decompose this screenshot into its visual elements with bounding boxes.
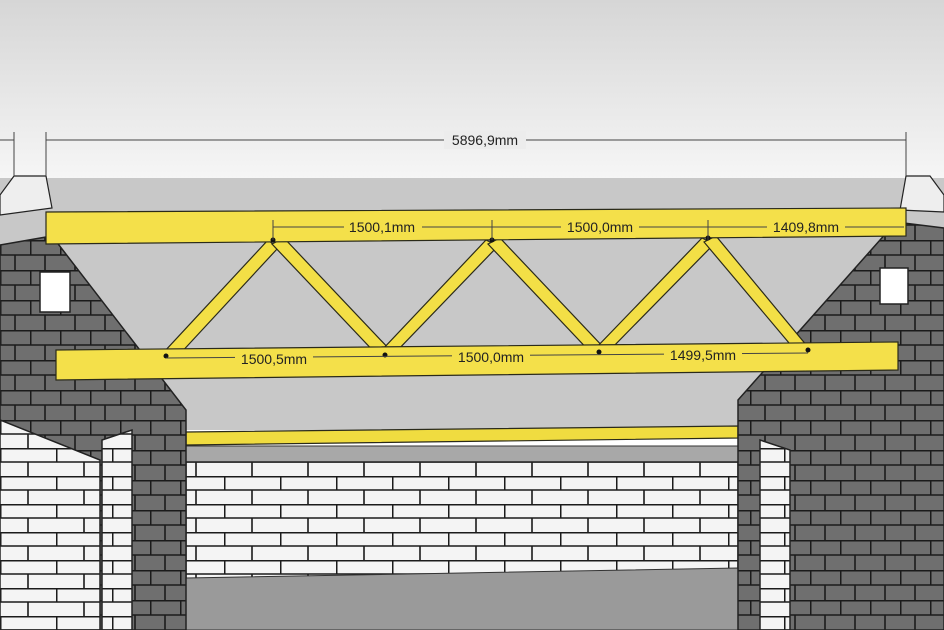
dimension-top-1: 1500,1mm bbox=[349, 219, 415, 235]
truss-webs bbox=[162, 235, 814, 359]
dimension-bottom-3: 1499,5mm bbox=[670, 347, 736, 363]
dimension-top-chord: 1500,1mm 1500,0mm 1409,8mm bbox=[272, 218, 904, 240]
dimension-overall: 5896,9mm bbox=[0, 131, 907, 176]
truss-top-chord bbox=[45, 207, 907, 245]
dimension-bottom-2: 1500,0mm bbox=[458, 349, 524, 365]
sky-background bbox=[0, 0, 944, 180]
dimension-top-3: 1409,8mm bbox=[773, 219, 839, 235]
dimension-top-2: 1500,0mm bbox=[567, 219, 633, 235]
dimension-overall-label: 5896,9mm bbox=[452, 132, 518, 148]
floor bbox=[149, 567, 801, 630]
back-wall bbox=[185, 445, 739, 581]
left-gable-wall bbox=[0, 175, 187, 630]
dimension-bottom-chord: 1500,5mm 1500,0mm 1499,5mm bbox=[165, 346, 809, 367]
dimension-bottom-1: 1500,5mm bbox=[241, 351, 307, 367]
